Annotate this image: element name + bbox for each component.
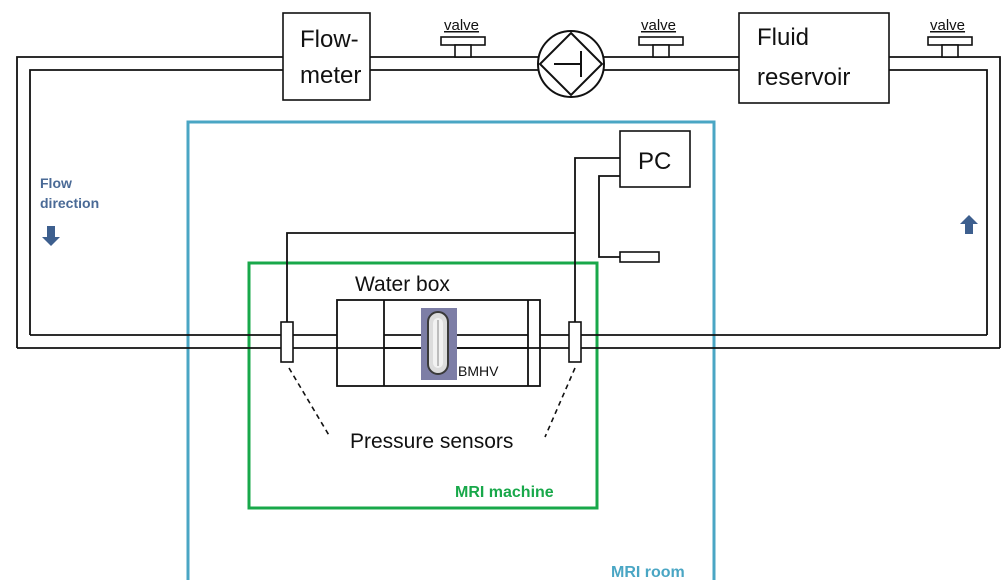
pressure-sensor-right (568, 321, 582, 363)
fluid-reservoir-box (738, 12, 890, 104)
pressure-sensors-label: Pressure sensors (350, 430, 513, 453)
mri-room-label: MRI room (611, 564, 685, 580)
flow-direction-line2: direction (40, 195, 99, 211)
flow-direction-line1: Flow (40, 175, 72, 191)
flowmeter-label-line2: meter (300, 62, 361, 89)
bmhv-label: BMHV (458, 363, 499, 379)
valve-label-2: valve (641, 17, 676, 34)
valve-label-1: valve (444, 17, 479, 34)
sensor-pointer-left (288, 367, 331, 438)
mri-room-boundary (186, 120, 716, 580)
water-box-label: Water box (355, 273, 450, 296)
pump-icon (537, 30, 605, 98)
arrow-up-icon (960, 215, 978, 234)
bmhv-valve-image (421, 308, 457, 380)
pc-label: PC (638, 148, 671, 175)
pc-box (619, 130, 691, 188)
valve-icon (638, 36, 684, 58)
sensor-pointer-right (544, 367, 576, 438)
mri-machine-boundary (247, 261, 599, 510)
flowmeter-label-line1: Flow- (300, 26, 359, 53)
valve-icon (440, 36, 486, 58)
arrow-down-icon (42, 226, 60, 246)
usb-connector (619, 251, 660, 263)
tubing-loop (16, 56, 1001, 349)
sensor-wires (286, 157, 620, 322)
flowmeter-box (282, 12, 371, 101)
pressure-sensor-left (280, 321, 294, 363)
mri-machine-label: MRI machine (455, 484, 554, 501)
reservoir-label-line1: Fluid (757, 24, 809, 51)
valve-label-3: valve (930, 17, 965, 34)
reservoir-label-line2: reservoir (757, 64, 850, 91)
valve-icon (927, 36, 973, 58)
